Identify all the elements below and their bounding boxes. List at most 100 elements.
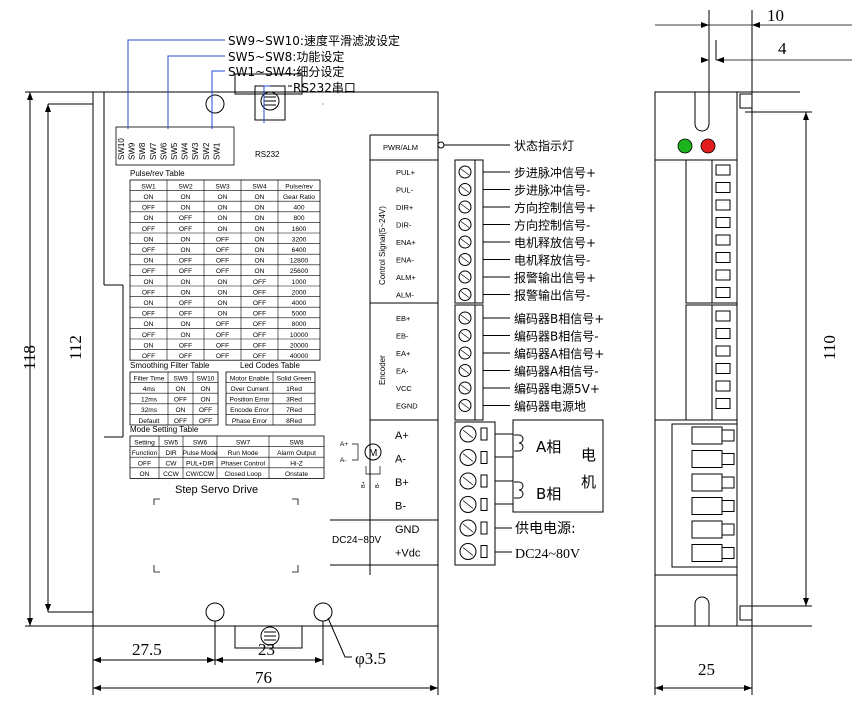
- table-cell: Default: [139, 418, 160, 425]
- table-cell: OFF: [253, 311, 266, 318]
- dip-label-sw8: SW8: [138, 142, 147, 160]
- power-terminal-slot: [480, 451, 488, 464]
- table-cell: OFF: [253, 332, 266, 339]
- arrow-icon: [315, 657, 323, 663]
- dip-label-sw6: SW6: [159, 142, 168, 160]
- table-cell: ON: [255, 205, 265, 212]
- table-cell: 20000: [290, 342, 309, 349]
- table-cell: 3Red: [286, 397, 302, 404]
- side-power-tab: [721, 523, 735, 536]
- table-cell: OFF: [216, 268, 229, 275]
- table-cell: OFF: [253, 353, 266, 360]
- screw-slot: [460, 221, 470, 228]
- power-pin-4: GND: [395, 524, 420, 536]
- side-pin-slot: [715, 328, 731, 339]
- table-cell: ON: [218, 311, 228, 318]
- smoothing-filter-table-border: [129, 371, 219, 426]
- table-cell: ON: [255, 236, 265, 243]
- table-cell: ON: [140, 471, 150, 478]
- table-cell: ON: [218, 226, 228, 233]
- table-cell: 1600: [292, 226, 307, 233]
- table-header-cell: SW8: [289, 439, 304, 446]
- control-pin-enaminus: ENA-: [396, 256, 414, 265]
- side-power-tab: [721, 453, 735, 465]
- control-pin-dirplus: DIR+: [396, 203, 414, 212]
- table-cell: Hi-Z: [290, 461, 302, 468]
- power-terminal-slot: [480, 521, 488, 535]
- dip-label-sw2: SW2: [202, 142, 211, 160]
- power-terminal-screw-icon: [459, 472, 477, 490]
- table-cell: 32ms: [141, 407, 158, 414]
- dim-width-mid: 23: [258, 640, 275, 659]
- arrow-icon: [45, 604, 51, 612]
- table-header-cell: SW9: [173, 375, 188, 382]
- table-cell: 10000: [290, 332, 309, 339]
- voltage-label: DC24~80V: [332, 535, 382, 546]
- dim-width-total: 76: [255, 668, 272, 687]
- table-cell: OFF: [179, 311, 192, 318]
- encoder-connector-block: [454, 304, 476, 421]
- encoder-desc: 编码器B相信号-: [514, 329, 599, 344]
- side-bottom-slot: [694, 596, 710, 626]
- table-cell: 800: [293, 215, 304, 222]
- table-header-cell: Filter Time: [134, 375, 165, 382]
- control-desc: 报警输出信号-: [514, 288, 590, 303]
- side-power-tab: [721, 429, 735, 442]
- power-pin-0: A+: [395, 430, 409, 442]
- table-cell: ON: [201, 397, 211, 404]
- side-pin-slot: [715, 380, 731, 392]
- dip-label-sw9: SW9: [128, 142, 137, 160]
- table-cell: PUL+DIR: [186, 461, 214, 468]
- table-cell: ON: [218, 279, 228, 286]
- dip-label-sw1: SW1: [212, 142, 221, 160]
- power-pin-3: B-: [395, 501, 406, 513]
- table-cell: OFF: [138, 461, 151, 468]
- screw-slot: [462, 429, 474, 439]
- table-header-cell: Solid Green: [277, 375, 312, 382]
- table-cell: Phase Error: [232, 418, 268, 425]
- table-cell: 400: [293, 205, 304, 212]
- table-cell: OFF: [142, 332, 155, 339]
- arrow-icon: [27, 618, 33, 626]
- control-connector-block: [454, 159, 476, 304]
- table-cell: ON: [181, 321, 191, 328]
- side-pin-slot: [715, 398, 731, 409]
- dim-height-outer: 118: [20, 345, 39, 370]
- power-terminal-screw-icon: [459, 496, 477, 513]
- side-pin-slot: [715, 269, 731, 281]
- table-cell: Phaser Control: [221, 461, 266, 468]
- table-cell: OFF: [216, 247, 229, 254]
- callout-label-sw1-sw4: SW1~SW4:细分设定: [228, 64, 344, 79]
- table-cell: ON: [255, 226, 265, 233]
- motor-a-phase: A相: [536, 438, 561, 456]
- callout-label-sw5-sw8: SW5~SW8:功能设定: [228, 49, 344, 64]
- dim-side-height: 110: [820, 335, 839, 360]
- encoder-pin-vcc: VCC: [396, 384, 412, 393]
- motor-box: [512, 419, 604, 513]
- terminal-screw-icon: [458, 270, 472, 284]
- table-cell: CCW: [163, 471, 180, 478]
- motor-char-1: 电: [581, 446, 596, 464]
- power-connector-block: [454, 421, 496, 566]
- table-cell: OFF: [179, 300, 192, 307]
- table-cell: OFF: [199, 407, 212, 414]
- table-cell: 4ms: [143, 386, 156, 393]
- side-pin-slot: [715, 363, 731, 374]
- encoder-pin-egnd: EGND: [396, 402, 418, 411]
- side-top-slot: [694, 92, 710, 132]
- side-power-tab: [721, 500, 735, 512]
- dim-side-top-outer: 10: [767, 6, 784, 25]
- power-terminal-slot: [480, 427, 488, 441]
- power-terminal-slot: [480, 498, 488, 511]
- control-desc: 报警输出信号+: [514, 270, 596, 285]
- terminal-screw-icon: [458, 235, 472, 249]
- table-cell: OFF: [253, 342, 266, 349]
- arrow-icon: [93, 657, 101, 663]
- table-cell: OFF: [216, 258, 229, 265]
- table-cell: OFF: [199, 418, 212, 425]
- side-clip-top: [739, 93, 753, 109]
- terminal-screw-icon: [458, 183, 472, 196]
- product-name: Step Servo Drive: [175, 484, 258, 496]
